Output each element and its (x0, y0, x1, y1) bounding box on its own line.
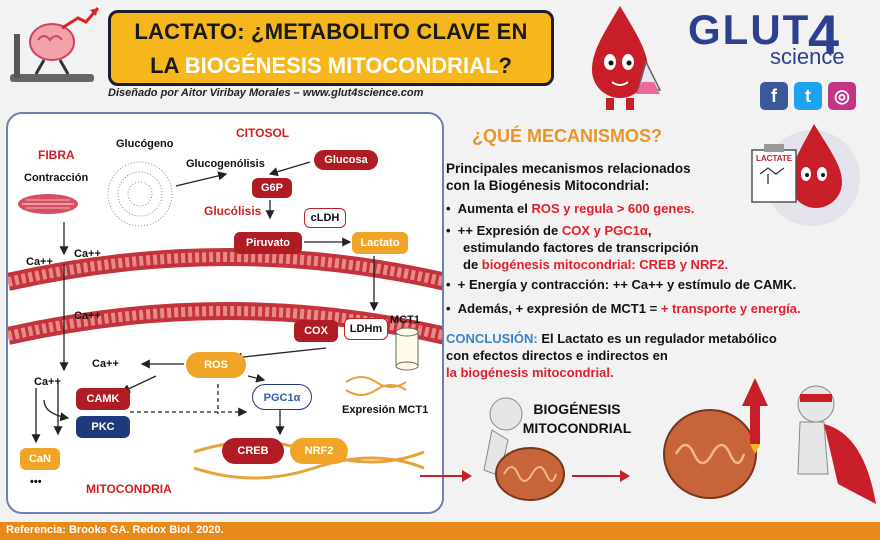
node-lactato: Lactato (352, 232, 408, 254)
label-glucogeno: Glucógeno (116, 138, 174, 150)
node-glucosa: Glucosa (314, 150, 378, 170)
label-dots: ••• (30, 476, 42, 488)
label-ca-2: Ca++ (74, 248, 101, 260)
reference: Referencia: Brooks GA. Redox Biol. 2020. (6, 524, 224, 536)
treadmill-brain-illustration (8, 4, 104, 90)
label-mct1: MCT1 (390, 314, 420, 326)
mct1-transporter (395, 327, 419, 371)
intro-text: Principales mecanismos relacionados con … (446, 161, 691, 193)
node-cldh: cLDH (304, 208, 346, 228)
label-glucolisis: Glucólisis (204, 204, 262, 218)
twitter-icon[interactable]: t (794, 82, 822, 110)
title-highlight: BIOGÉNESIS MITOCONDRIAL (184, 53, 499, 78)
pathway-diagram-panel: FIBRA Contracción Glucógeno Glucogenólis… (6, 112, 444, 514)
node-piruvato: Piruvato (234, 232, 302, 254)
label-ca-5: Ca++ (34, 376, 61, 388)
biogenesis-label: BIOGÉNESIS MITOCONDRIAL (522, 401, 632, 436)
bullet-mct1: • Además, + expresión de MCT1 = + transp… (446, 301, 801, 316)
title-box: LACTATO: ¿METABOLITO CLAVE EN LA BIOGÉNE… (108, 10, 554, 86)
instagram-icon[interactable]: ◎ (828, 82, 856, 110)
bullet-cox: • ++ Expresión de COX y PGC1α, estimulan… (446, 223, 729, 272)
board-label: LACTATE (756, 154, 793, 163)
node-can: CaN (20, 448, 60, 470)
byline: Diseñado por Aitor Viribay Morales – www… (108, 87, 424, 99)
label-ca-4: Ca++ (92, 358, 119, 370)
logo-glut: GLUT (688, 6, 811, 53)
lactate-drop-mascot: LACTATE (742, 118, 872, 230)
node-camk: CAMK (76, 388, 130, 410)
node-ros: ROS (186, 352, 246, 378)
footer-bar: Referencia: Brooks GA. Redox Biol. 2020. (0, 522, 880, 540)
glycogen-structure (107, 161, 173, 227)
label-expresion-mct1: Expresión MCT1 (342, 404, 429, 416)
logo-four: 4 (808, 3, 840, 66)
node-g6p: G6P (252, 178, 292, 198)
label-ca-3: Ca++ (74, 310, 101, 322)
node-creb: CREB (222, 438, 284, 464)
label-contraccion: Contracción (24, 172, 89, 184)
label-ca-1: Ca++ (26, 256, 53, 268)
node-cox: COX (294, 320, 338, 342)
bullet-energia: • + Energía y contracción: ++ Ca++ y est… (446, 277, 797, 292)
facebook-icon[interactable]: f (760, 82, 788, 110)
conclusion: CONCLUSIÓN: El Lactato es un regulador m… (446, 331, 777, 380)
label-mitocondria: MITOCONDRIA (86, 482, 172, 496)
node-nrf2: NRF2 (290, 438, 348, 464)
label-citosol: CITOSOL (236, 126, 290, 140)
label-glucogenolisis: Glucogenólisis (186, 158, 265, 170)
bullet-ros: • Aumenta el ROS y regula > 600 genes. (446, 201, 695, 216)
node-pgc1a: PGC1α (252, 384, 312, 410)
title-line-2: LA BIOGÉNESIS MITOCONDRIAL? (150, 53, 512, 78)
mitochondria-illustrations (420, 364, 878, 520)
node-ldhm: LDHm (344, 318, 388, 340)
title-line-1: LACTATO: ¿METABOLITO CLAVE EN (134, 19, 528, 44)
node-pkc: PKC (76, 416, 130, 438)
logo-science: science (770, 44, 845, 69)
heading-mecanismos: ¿QUÉ MECANISMOS? (472, 126, 663, 146)
label-fibra: FIBRA (38, 148, 75, 162)
blood-drop-mascot-flask (572, 2, 672, 114)
